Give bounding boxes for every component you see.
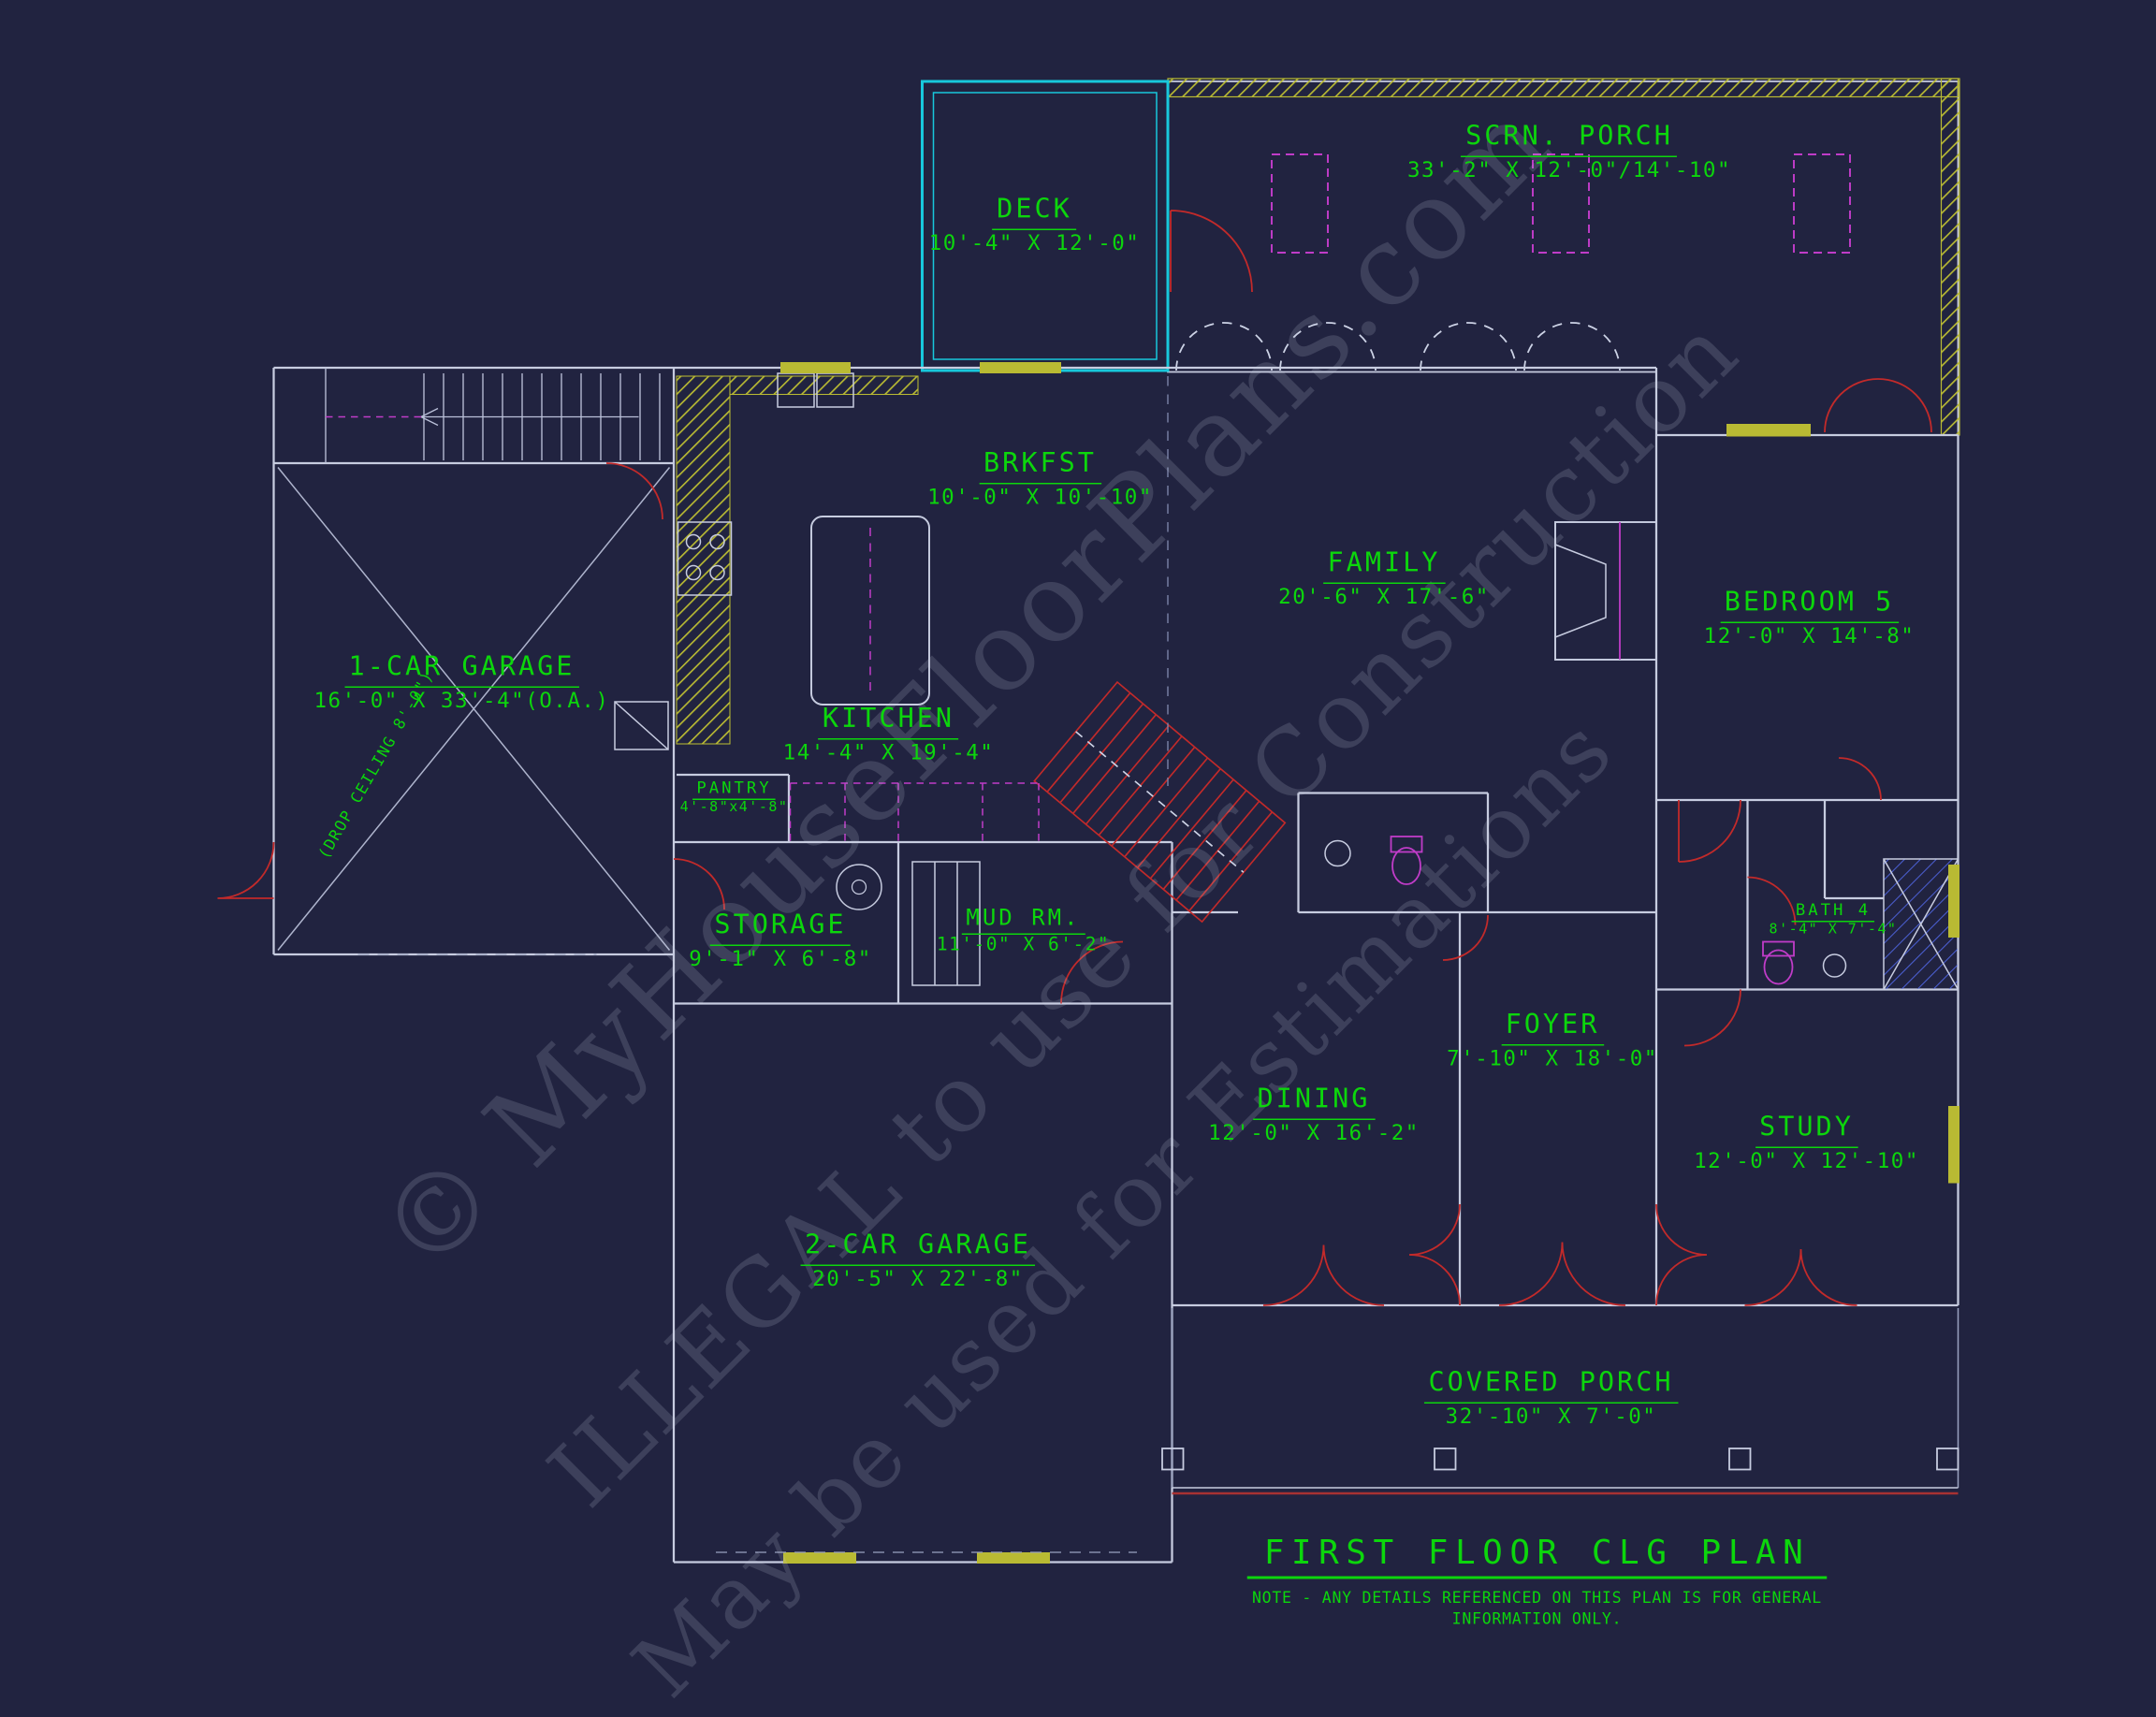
mud-garage-door-swing bbox=[1060, 940, 1124, 1004]
closet-door-swing bbox=[1838, 757, 1882, 801]
room-name: KITCHEN bbox=[818, 704, 959, 740]
room-name: PANTRY bbox=[692, 778, 777, 801]
room-dims: 12'-0" X 16'-2" bbox=[1208, 1119, 1420, 1145]
room-dims: 14'-4" X 19'-4" bbox=[782, 739, 995, 765]
powder-toilet bbox=[1390, 836, 1423, 885]
room-name: SCRN. PORCH bbox=[1461, 121, 1678, 157]
room-dims: 12'-0" X 14'-8" bbox=[1703, 622, 1916, 648]
room-label-mud-rm: MUD RM.11'-0" X 6'-2" bbox=[937, 904, 1110, 957]
range-burners bbox=[685, 533, 725, 581]
room-dims: 10'-4" X 12'-0" bbox=[928, 229, 1141, 255]
room-dims: 4'-8"x4'-8" bbox=[679, 800, 789, 817]
powder-sink bbox=[1324, 839, 1351, 867]
windows bbox=[780, 362, 1959, 1564]
study-opening-arch bbox=[1744, 1248, 1857, 1306]
mud-room-bench bbox=[911, 861, 981, 986]
central-staircase bbox=[1033, 680, 1287, 924]
room-dims: 11'-0" X 6'-2" bbox=[936, 935, 1111, 956]
garage-side-door-swing bbox=[217, 841, 275, 899]
deck-door-swing bbox=[1170, 210, 1253, 293]
room-name: BRKFST bbox=[979, 448, 1101, 485]
front-door-swing bbox=[1498, 1242, 1626, 1306]
room-dims: 20'-5" X 22'-8" bbox=[812, 1265, 1024, 1291]
room-dims: 8'-4" X 7'-4" bbox=[1769, 923, 1898, 939]
room-dims: 32'-10" X 7'-0" bbox=[1445, 1403, 1657, 1429]
room-name: BEDROOM 5 bbox=[1720, 587, 1899, 623]
title-block: FIRST FLOOR CLG PLAN NOTE - ANY DETAILS … bbox=[1246, 1533, 1828, 1631]
foyer-dining-arch bbox=[1408, 1203, 1461, 1306]
range bbox=[677, 521, 733, 596]
garage-chase bbox=[614, 701, 669, 750]
room-dims: 16'-0" X 33'-4"(O.A.) bbox=[313, 687, 610, 713]
room-name: 2-CAR GARAGE bbox=[800, 1230, 1036, 1266]
water-heater-inner bbox=[851, 879, 867, 895]
room-name: FAMILY bbox=[1323, 547, 1445, 584]
plan-note-line-1: NOTE - ANY DETAILS REFERENCED ON THIS PL… bbox=[1251, 1589, 1822, 1608]
dining-opening-arch bbox=[1262, 1244, 1385, 1306]
porch-arches bbox=[1175, 322, 1621, 371]
room-name: STUDY bbox=[1755, 1112, 1858, 1148]
room-name: BATH 4 bbox=[1791, 900, 1875, 924]
garage-door-lines bbox=[357, 953, 1137, 1553]
room-name: FOYER bbox=[1501, 1010, 1604, 1046]
bath4-toilet bbox=[1762, 940, 1795, 985]
covered-porch-posts bbox=[1161, 1448, 1959, 1471]
room-name: 1-CAR GARAGE bbox=[344, 651, 579, 688]
room-name: STORAGE bbox=[709, 909, 852, 946]
porch-bedroom-door-swing bbox=[1824, 378, 1932, 433]
plan-title: FIRST FLOOR CLG PLAN bbox=[1246, 1533, 1828, 1579]
storage-door-swing bbox=[673, 858, 725, 910]
kitchen-fixtures bbox=[676, 372, 1040, 842]
room-dims: 33'-2" X 12'-0"/14'-10" bbox=[1406, 156, 1732, 182]
foyer-study-arch bbox=[1655, 1203, 1708, 1306]
kitchen-counter-dashed bbox=[789, 782, 1040, 842]
floorplan-drawing bbox=[217, 78, 1960, 1564]
room-dims: 20'-6" X 17'-6" bbox=[1278, 583, 1490, 609]
room-dims: 12'-0" X 12'-10" bbox=[1694, 1147, 1919, 1173]
water-heater bbox=[836, 864, 882, 910]
garage-cross-brace bbox=[277, 467, 671, 951]
room-name: DINING bbox=[1253, 1084, 1375, 1120]
study-door-swing bbox=[1683, 989, 1741, 1047]
bath4-door-swing bbox=[1747, 876, 1797, 925]
room-name: DECK bbox=[992, 194, 1077, 230]
bedroom5-door-swing bbox=[1678, 799, 1741, 863]
powder-door-swing bbox=[1442, 914, 1489, 961]
room-dims: 10'-0" X 10'-10" bbox=[927, 484, 1153, 510]
fireplace bbox=[1554, 521, 1657, 661]
bath4-tub bbox=[1883, 858, 1959, 991]
plan-note-line-2: INFORMATION ONLY. bbox=[1451, 1610, 1623, 1629]
porch-columns bbox=[1271, 153, 1851, 254]
kitchen-island bbox=[810, 516, 930, 706]
bath4-sink bbox=[1822, 953, 1847, 978]
stair-base-door-swing bbox=[605, 462, 663, 520]
room-name: COVERED PORCH bbox=[1423, 1367, 1679, 1404]
room-dims: 7'-10" X 18'-0" bbox=[1447, 1045, 1658, 1071]
door-swings bbox=[217, 210, 1932, 1306]
room-dims: 9'-1" X 6'-8" bbox=[689, 945, 872, 971]
kitchen-cabinet-hatch-left bbox=[676, 375, 731, 745]
room-name: MUD RM. bbox=[961, 904, 1085, 935]
stairs bbox=[325, 368, 661, 463]
floor-plan-sheet: © MyHouseFloorPlans.com ILLEGAL to use f… bbox=[217, 78, 1960, 1717]
